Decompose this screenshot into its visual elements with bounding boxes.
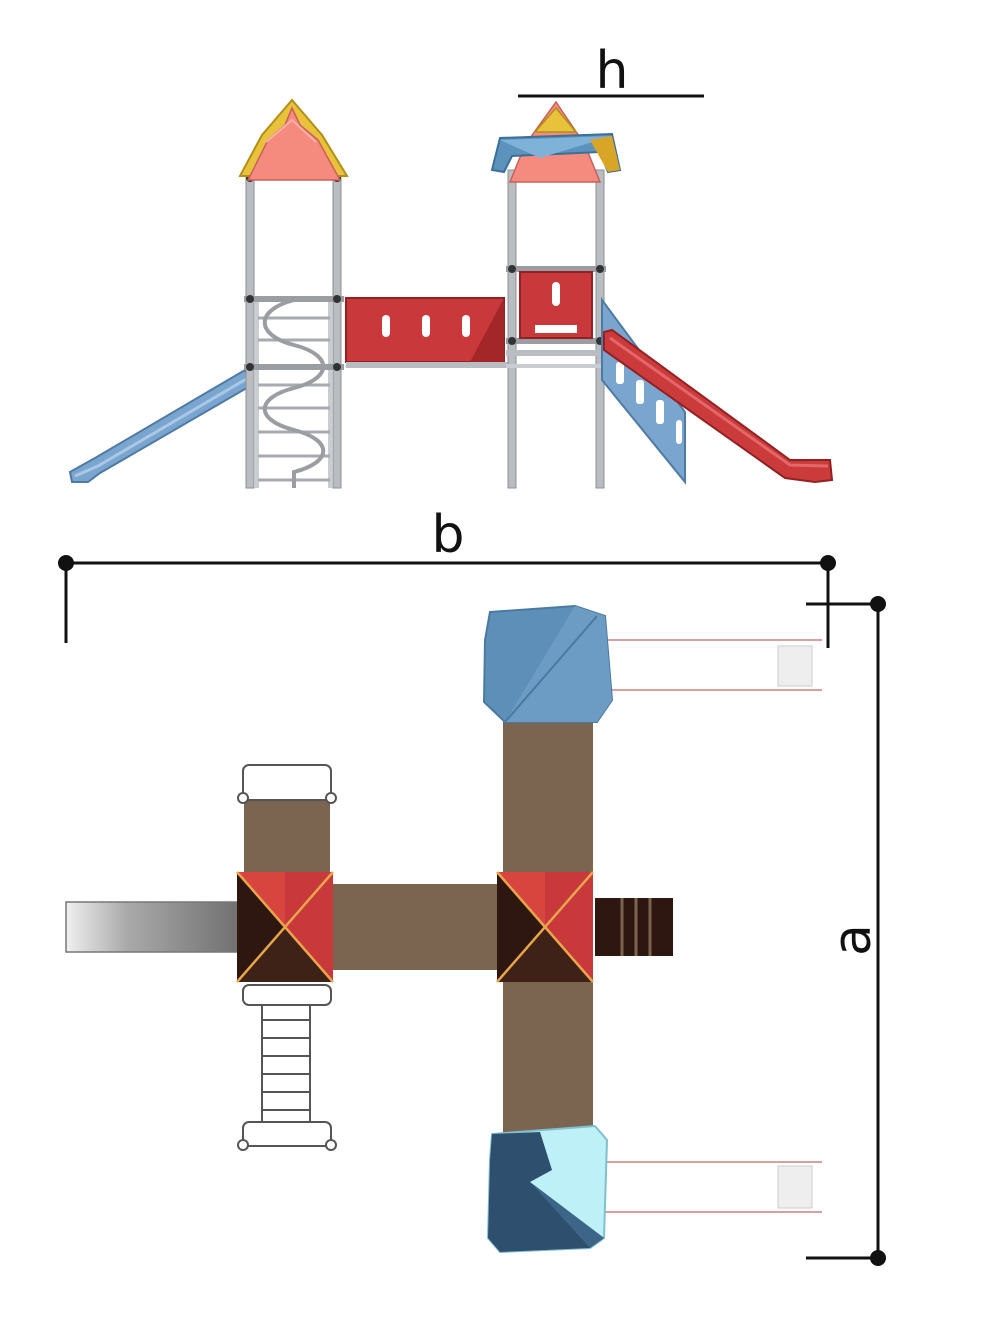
plan-left-deck: [236, 764, 337, 983]
front-elevation-view: [68, 98, 834, 489]
right-slide: [603, 328, 834, 484]
plan-bridge: [333, 884, 501, 970]
plan-top-roof: [482, 604, 614, 723]
dimension-a: a: [806, 596, 886, 1266]
left-slide: [68, 368, 254, 483]
dimension-b-label: b: [431, 505, 464, 565]
plan-steps: [595, 898, 673, 956]
dimension-b: b: [58, 505, 836, 648]
plan-right-deck: [496, 720, 594, 1140]
plan-ladder: [237, 984, 337, 1151]
left-tower: [244, 174, 344, 489]
dimension-a-label: a: [823, 924, 883, 956]
plan-bottom-slide: [605, 1161, 822, 1213]
dimension-h-label: h: [596, 41, 629, 101]
plan-top-slide: [605, 639, 822, 691]
dimension-h: h: [518, 41, 704, 101]
plan-bottom-roof: [486, 1124, 609, 1254]
plan-left-slide: [65, 901, 243, 953]
plan-view: [65, 604, 822, 1254]
left-roof: [238, 98, 349, 181]
right-roof: [490, 100, 622, 183]
bridge-panel: [345, 297, 511, 368]
right-tower: [506, 169, 606, 489]
